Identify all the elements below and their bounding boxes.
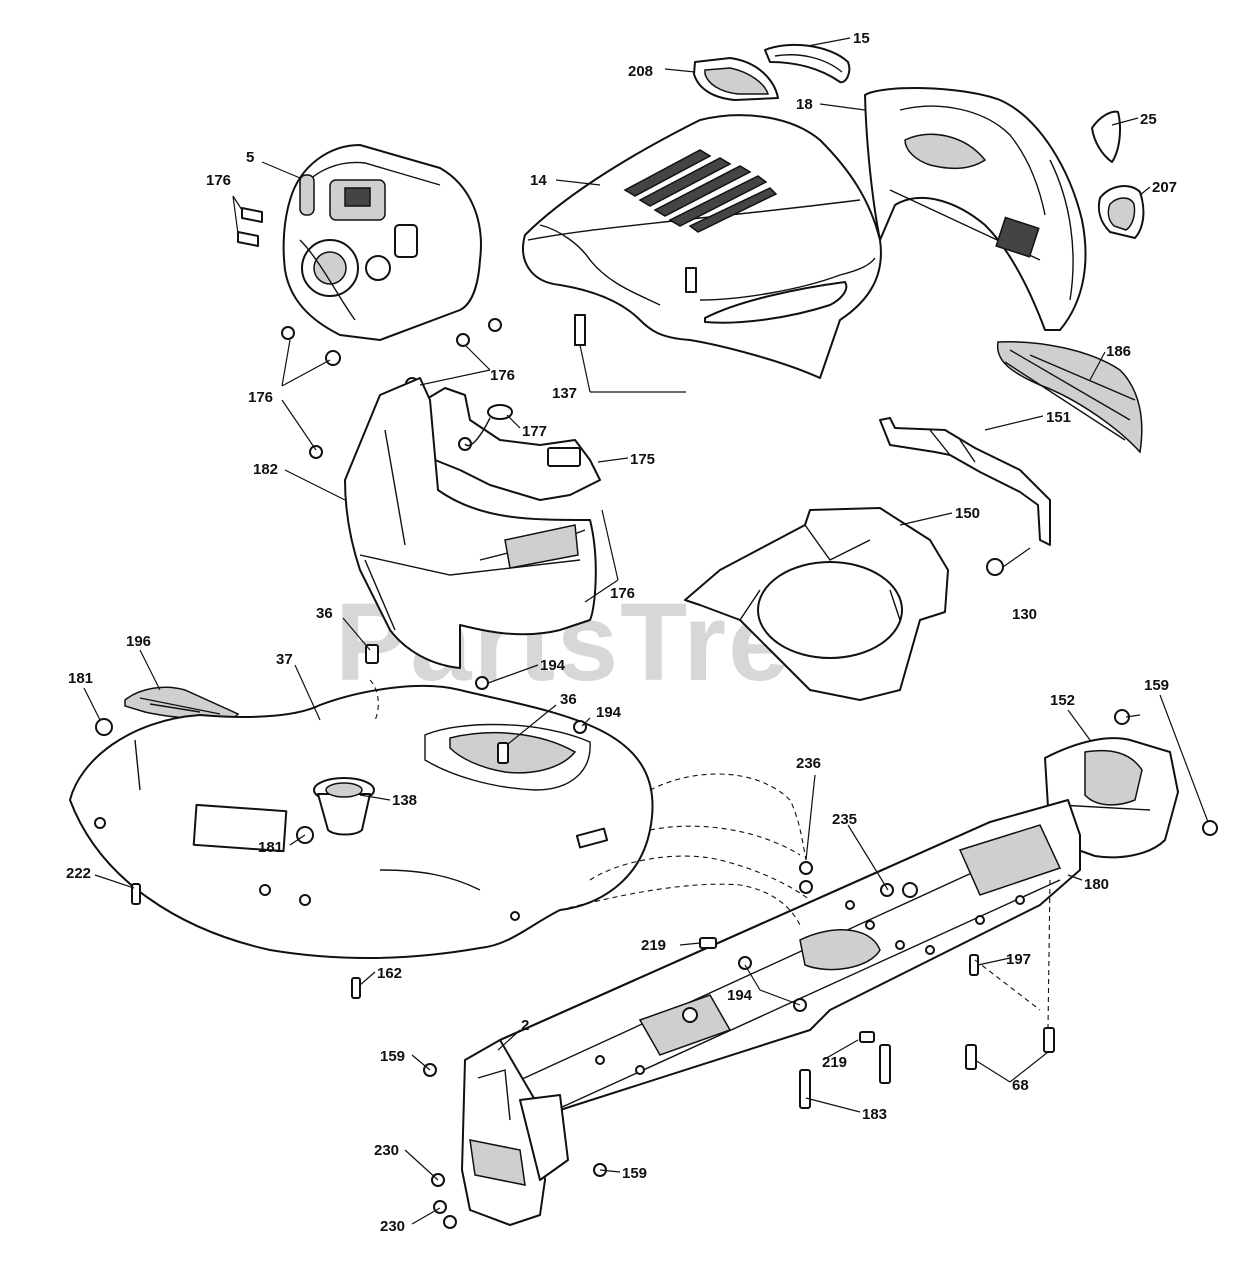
callout-159[interactable]: 159 — [1144, 677, 1169, 694]
callout-130[interactable]: 130 — [1012, 606, 1037, 623]
callout-183[interactable]: 183 — [862, 1106, 887, 1123]
callout-68[interactable]: 68 — [1012, 1077, 1029, 1094]
callout-176[interactable]: 176 — [490, 367, 515, 384]
callout-176[interactable]: 176 — [610, 585, 635, 602]
part-186-screen[interactable] — [996, 340, 1143, 454]
part-130-bolt[interactable] — [986, 547, 1031, 576]
callout-235[interactable]: 235 — [832, 811, 857, 828]
part-18-grille[interactable] — [864, 87, 1087, 331]
callout-194[interactable]: 194 — [727, 987, 753, 1004]
callout-196[interactable]: 196 — [126, 633, 151, 650]
part-138-cup[interactable] — [313, 777, 375, 836]
callout-230[interactable]: 230 — [374, 1142, 399, 1159]
callout-2[interactable]: 2 — [521, 1017, 529, 1034]
callout-175[interactable]: 175 — [630, 451, 655, 468]
callout-25[interactable]: 25 — [1140, 111, 1157, 128]
leader-lines — [83, 37, 1209, 1225]
part-14-hood[interactable] — [522, 114, 882, 379]
callout-222[interactable]: 222 — [66, 865, 91, 882]
callout-197[interactable]: 197 — [1006, 951, 1031, 968]
callout-162[interactable]: 162 — [377, 965, 402, 982]
callout-194[interactable]: 194 — [596, 704, 622, 721]
part-207-light[interactable] — [1097, 185, 1145, 239]
callout-36[interactable]: 36 — [560, 691, 577, 708]
callout-15[interactable]: 15 — [853, 30, 870, 47]
part-2-rear-plate[interactable] — [461, 1039, 569, 1226]
callout-37[interactable]: 37 — [276, 651, 293, 668]
callout-208[interactable]: 208 — [628, 63, 653, 80]
part-25-lens[interactable] — [1091, 110, 1121, 163]
callout-176[interactable]: 176 — [206, 172, 231, 189]
callout-18[interactable]: 18 — [796, 96, 813, 113]
callout-36[interactable]: 36 — [316, 605, 333, 622]
callout-150[interactable]: 150 — [955, 505, 980, 522]
wiring-harness — [369, 679, 1051, 1029]
part-177-grommet[interactable] — [464, 404, 513, 447]
part-176-grommets[interactable] — [281, 318, 502, 459]
callout-180[interactable]: 180 — [1084, 876, 1109, 893]
hood-vent-slots — [623, 149, 778, 233]
part-208-light[interactable] — [693, 57, 779, 101]
callout-219[interactable]: 219 — [822, 1054, 847, 1071]
callout-182[interactable]: 182 — [253, 461, 278, 478]
callout-236[interactable]: 236 — [796, 755, 821, 772]
callout-14[interactable]: 14 — [530, 172, 547, 189]
callout-151[interactable]: 151 — [1046, 409, 1071, 426]
callout-219[interactable]: 219 — [641, 937, 666, 954]
callout-159[interactable]: 159 — [380, 1048, 405, 1065]
callout-176[interactable]: 176 — [248, 389, 273, 406]
callout-194[interactable]: 194 — [540, 657, 566, 674]
frame-holes — [595, 895, 1025, 1075]
callout-137[interactable]: 137 — [552, 385, 577, 402]
part-150-fan-shroud[interactable] — [684, 507, 949, 701]
part-15-cap[interactable] — [764, 43, 851, 84]
callout-labels: 15 208 18 25 207 5 176 14 176 176 137 18… — [66, 30, 1177, 1235]
callout-138[interactable]: 138 — [392, 792, 417, 809]
callout-186[interactable]: 186 — [1106, 343, 1131, 360]
callout-5[interactable]: 5 — [246, 149, 254, 166]
callout-207[interactable]: 207 — [1152, 179, 1177, 196]
callout-181[interactable]: 181 — [68, 670, 93, 687]
callout-177[interactable]: 177 — [522, 423, 547, 440]
callout-152[interactable]: 152 — [1050, 692, 1075, 709]
callout-230[interactable]: 230 — [380, 1218, 405, 1235]
part-5-dashboard[interactable] — [282, 144, 482, 341]
callout-181[interactable]: 181 — [258, 839, 283, 856]
part-196-decal[interactable] — [124, 686, 240, 721]
part-175-bracket[interactable] — [424, 387, 601, 501]
part-182-shroud[interactable] — [344, 377, 597, 669]
part-151-bracket[interactable] — [879, 417, 1051, 546]
part-180-frame[interactable] — [499, 799, 1081, 1121]
callout-159[interactable]: 159 — [622, 1165, 647, 1182]
part-176-pins-left[interactable] — [237, 207, 263, 247]
